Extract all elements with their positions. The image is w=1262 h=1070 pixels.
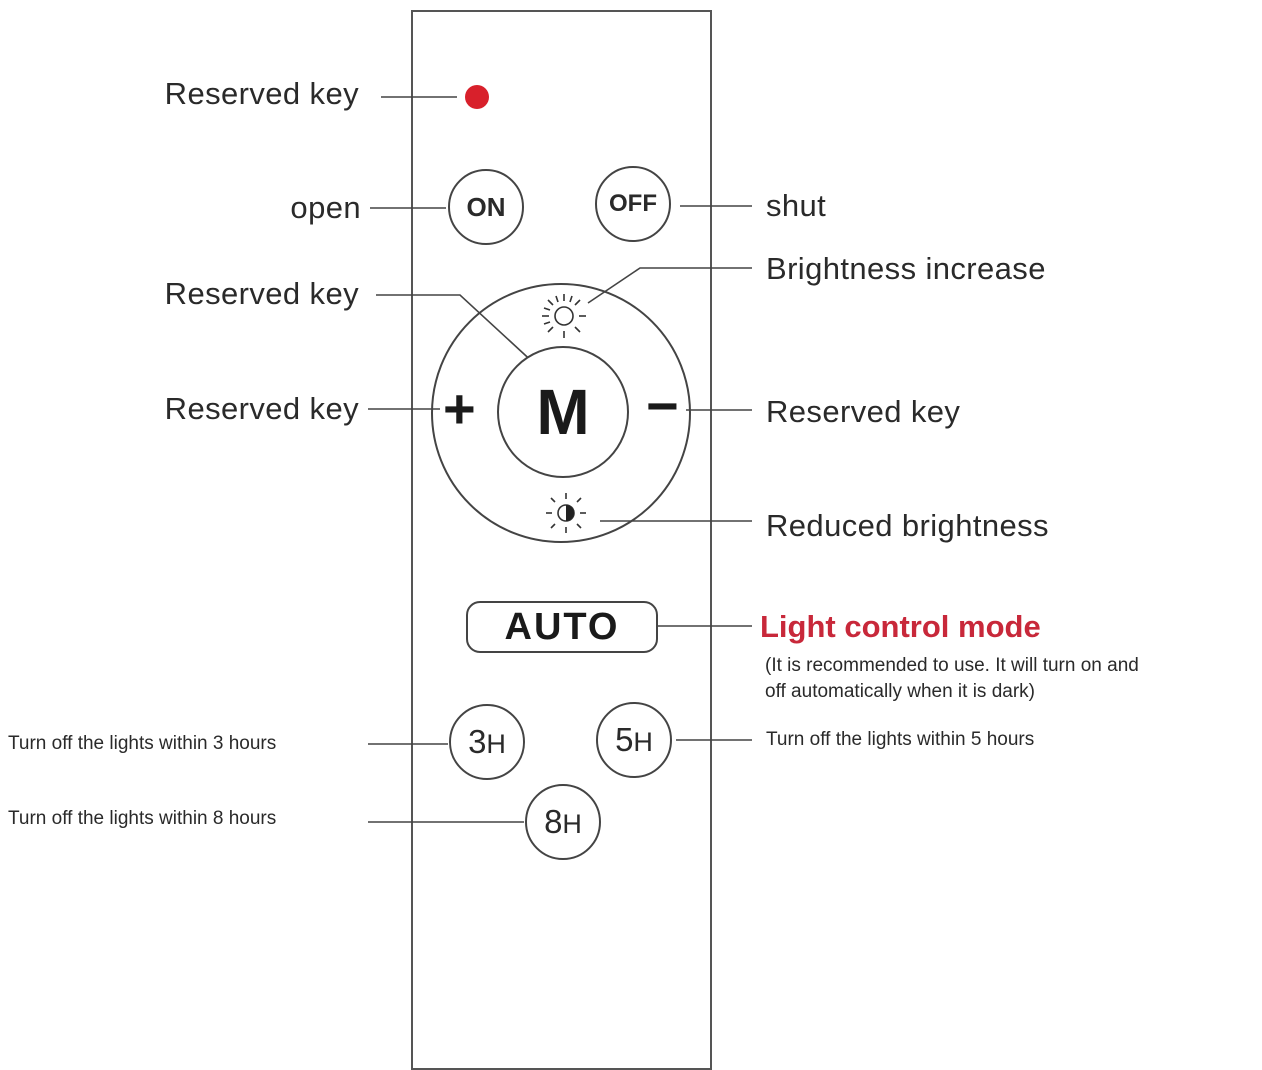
- minus-button[interactable]: −: [646, 374, 679, 437]
- label-timer-8: Turn off the lights within 8 hours: [8, 808, 277, 829]
- label-timer-3: Turn off the lights within 3 hours: [8, 733, 277, 754]
- timer-3h-button[interactable]: 3H: [449, 704, 525, 780]
- label-reserved-top: Reserved key: [164, 76, 359, 111]
- timer-5h-label: 5H: [615, 721, 653, 758]
- off-button-label: OFF: [609, 190, 657, 217]
- label-reduced-brightness: Reduced brightness: [766, 508, 1049, 543]
- label-reserved-minus: Reserved key: [766, 394, 961, 429]
- brightness-decrease-icon[interactable]: [542, 489, 590, 537]
- label-timer-5: Turn off the lights within 5 hours: [766, 729, 1035, 750]
- reserved-indicator-led[interactable]: [465, 85, 489, 109]
- label-light-control-mode: Light control mode: [760, 609, 1041, 644]
- timer-5h-button[interactable]: 5H: [596, 702, 672, 778]
- label-open: open: [290, 190, 361, 225]
- timer-8h-button[interactable]: 8H: [525, 784, 601, 860]
- on-button[interactable]: ON: [448, 169, 524, 245]
- timer-8h-label: 8H: [544, 803, 582, 840]
- label-reserved-mode: Reserved key: [164, 276, 359, 311]
- mode-button-label: M: [536, 376, 590, 448]
- light-control-note-line1: (It is recommended to use. It will turn …: [765, 655, 1139, 676]
- light-control-note: (It is recommended to use. It will turn …: [765, 653, 1139, 704]
- on-button-label: ON: [466, 191, 506, 222]
- auto-button[interactable]: AUTO: [466, 601, 658, 653]
- mode-button[interactable]: M: [497, 346, 629, 478]
- label-shut: shut: [766, 188, 827, 223]
- control-ring: [431, 283, 691, 543]
- timer-3h-label: 3H: [468, 723, 506, 760]
- light-control-note-line2: off automatically when it is dark): [765, 680, 1035, 702]
- plus-button[interactable]: +: [443, 377, 476, 440]
- brightness-increase-icon[interactable]: [538, 290, 590, 342]
- label-brightness-increase: Brightness increase: [766, 251, 1046, 286]
- off-button[interactable]: OFF: [595, 166, 671, 242]
- label-reserved-plus: Reserved key: [164, 391, 359, 426]
- auto-button-label: AUTO: [504, 605, 620, 648]
